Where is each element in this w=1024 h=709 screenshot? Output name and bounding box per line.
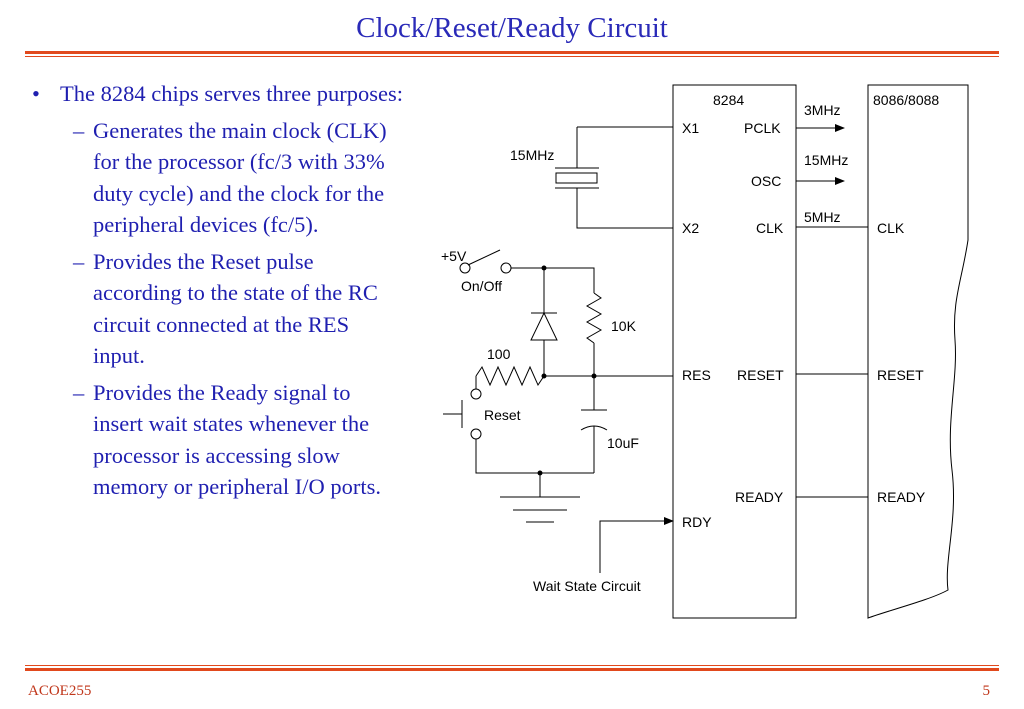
resistor-10k-label: 10K — [611, 318, 637, 334]
resistor-100-label: 100 — [487, 346, 511, 362]
chip-8086-body — [867, 84, 969, 619]
pin-res-label: RES — [682, 367, 711, 383]
wire-ground-bus — [475, 439, 594, 474]
pin-8086-clk-label: CLK — [877, 220, 905, 236]
bullet-item: • The 8284 chips serves three purposes: — [30, 78, 405, 110]
resistor-100-icon — [475, 365, 545, 387]
dash-icon: – — [73, 248, 85, 274]
footer-course-code: ACOE255 — [28, 683, 92, 699]
pin-x2-label: X2 — [682, 220, 699, 236]
bullet-text: The 8284 chips serves three purposes: — [60, 81, 404, 106]
junction-dot-icon — [591, 373, 597, 379]
resistor-10k-icon — [585, 292, 603, 344]
title-divider — [25, 51, 999, 57]
wait-state-label: Wait State Circuit — [533, 578, 641, 594]
supply-label: +5V — [441, 248, 467, 264]
crystal-icon — [555, 172, 598, 184]
sub-bullet-text: Provides the Ready signal to insert wait… — [93, 379, 382, 500]
chip-8086-label: 8086/8088 — [873, 92, 939, 108]
junction-dot-icon — [541, 373, 547, 379]
junction-dot-icon — [537, 470, 543, 476]
wire-supply — [511, 267, 595, 293]
pin-clk-label: CLK — [756, 220, 784, 236]
chip-8284-body — [672, 84, 797, 619]
dash-icon: – — [73, 117, 85, 143]
switch-terminal-right — [500, 262, 512, 274]
switch-terminal-left — [459, 262, 471, 274]
pin-8086-ready-label: READY — [877, 489, 926, 505]
pin-x1-label: X1 — [682, 120, 699, 136]
footer-divider — [25, 665, 999, 671]
slide-title: Clock/Reset/Ready Circuit — [356, 12, 668, 44]
freq-3mhz-label: 3MHz — [804, 102, 841, 118]
chip-8284-label: 8284 — [713, 92, 744, 108]
reset-button-terminal-bottom — [470, 428, 482, 440]
pin-osc-label: OSC — [751, 173, 781, 189]
sub-bullet-item: – Provides the Reset pulse according to … — [30, 246, 405, 372]
page-number: 5 — [982, 683, 991, 699]
switch-label: On/Off — [461, 278, 502, 294]
pin-rdy-label: RDY — [682, 514, 712, 530]
pin-pclk-label: PCLK — [744, 120, 781, 136]
pin-reset-label: RESET — [737, 367, 784, 383]
reset-button-label: Reset — [484, 407, 521, 423]
reset-button-terminal-top — [470, 388, 482, 400]
wire-x2 — [576, 188, 673, 229]
dash-icon: – — [73, 379, 85, 405]
bullet-dot-icon: • — [32, 81, 40, 106]
wait-state-arrow-icon — [599, 517, 674, 573]
pin-ready-label: READY — [735, 489, 784, 505]
freq-15mhz-label: 15MHz — [804, 152, 848, 168]
crystal-label: 15MHz — [510, 147, 554, 163]
pin-8086-reset-label: RESET — [877, 367, 924, 383]
junction-dot-icon — [541, 265, 547, 271]
switch-lever-icon — [467, 249, 501, 266]
diode-icon — [530, 311, 558, 341]
bullet-list: • The 8284 chips serves three purposes: … — [30, 78, 405, 503]
sub-bullet-item: – Provides the Ready signal to insert wa… — [30, 377, 405, 503]
sub-bullet-item: – Generates the main clock (CLK) for the… — [30, 115, 405, 241]
sub-bullet-text: Provides the Reset pulse according to th… — [93, 248, 378, 369]
sub-bullet-text: Generates the main clock (CLK) for the p… — [93, 117, 387, 238]
freq-5mhz-label: 5MHz — [804, 209, 841, 225]
capacitor-label: 10uF — [607, 435, 639, 451]
